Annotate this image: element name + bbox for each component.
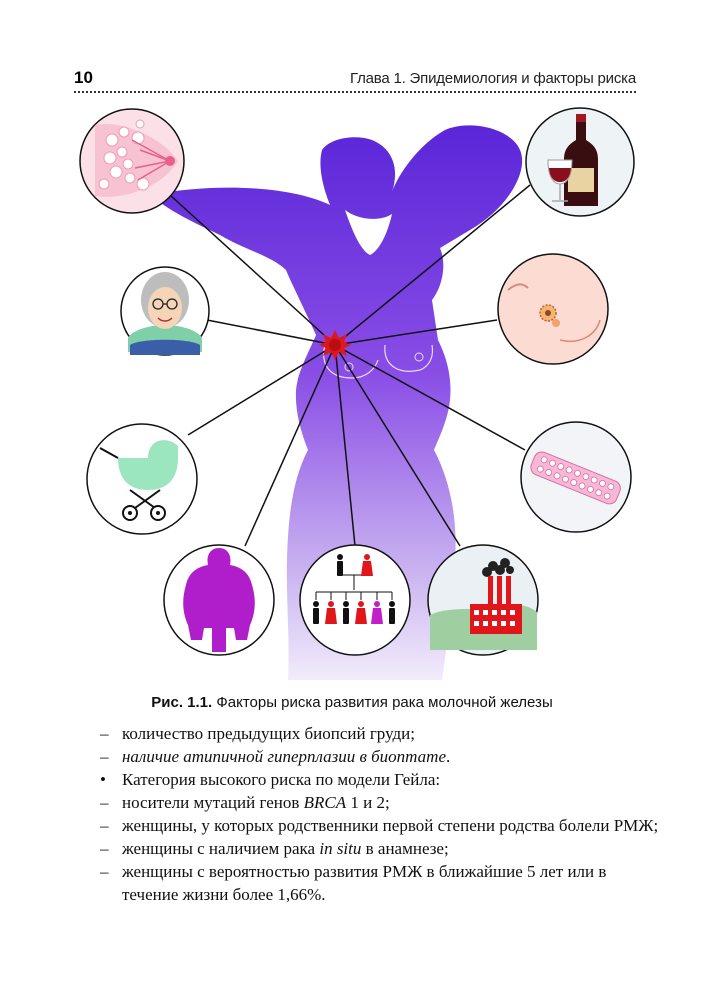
factory-icon: [427, 544, 539, 656]
list-item-marker: –: [100, 724, 109, 743]
list-item-text: женщины, у которых родственники первой с…: [122, 816, 659, 835]
list-item-text: наличие атипичной гиперплазии в биоптате: [122, 747, 446, 766]
chapter-title: Глава 1. Эпидемиология и факторы риска: [350, 70, 636, 87]
list-item-marker: –: [100, 839, 109, 858]
list-item: • Категория высокого риска по модели Гейл…: [100, 768, 660, 791]
list-item: –женщины, у которых родственники первой …: [100, 814, 660, 837]
list-item: –наличие атипичной гиперплазии в биоптат…: [100, 745, 660, 768]
pill-blister-icon: [520, 421, 632, 533]
breast-contour-left: [323, 344, 379, 379]
list-item-text: женщины с наличием рака: [122, 839, 320, 858]
list-item: –количество предыдущих биопсий груди;: [100, 722, 660, 745]
list-item: –женщины с вероятностью развития РМЖ в б…: [100, 860, 660, 906]
list-item-text: количество предыдущих биопсий груди;: [122, 724, 415, 743]
list-item-marker: –: [100, 747, 109, 766]
list-item-text: BRCA: [303, 793, 347, 812]
list-item-text: .: [446, 747, 451, 766]
list-item-text: Категория высокого риска по модели Гейла…: [122, 770, 441, 789]
obese-woman-icon: [163, 544, 275, 656]
figure-caption-text: Факторы риска развития рака молочной жел…: [212, 694, 553, 711]
tumor-icon: [319, 330, 351, 360]
baby-stroller-icon: [86, 423, 198, 535]
list-item-text: in situ: [319, 839, 362, 858]
female-silhouette: [150, 125, 523, 681]
breast-tissue-icon: [79, 108, 185, 214]
list-item-text: женщины с вероятностью развития РМЖ в бл…: [122, 862, 607, 904]
list-item: –женщины с наличием рака in situ в анамн…: [100, 837, 660, 860]
header-dotted-rule: [74, 91, 636, 93]
wine-bottle-icon: [525, 107, 635, 217]
list-item-text: 1 и 2;: [346, 793, 390, 812]
list-item: –носители мутаций генов BRCA 1 и 2;: [100, 791, 660, 814]
family-tree-icon: [299, 544, 411, 656]
list-item-marker: –: [100, 816, 109, 835]
figure-caption: Рис. 1.1. Факторы риска развития рака мо…: [0, 694, 704, 711]
figure-caption-label: Рис. 1.1.: [151, 694, 213, 711]
elderly-woman-icon: [120, 266, 210, 356]
connector-lines: [169, 184, 531, 547]
risk-factor-list: –количество предыдущих биопсий груди;–на…: [100, 722, 660, 906]
page-header: 10 Глава 1. Эпидемиология и факторы риск…: [74, 66, 636, 93]
list-item-text: носители мутаций генов: [122, 793, 304, 812]
page-number: 10: [74, 68, 93, 87]
list-item-text: в анамнезе;: [361, 839, 449, 858]
list-item-marker: –: [100, 793, 109, 812]
breast-contour-right: [384, 344, 434, 372]
breast-lump-icon: [497, 253, 609, 365]
risk-factors-figure: [79, 107, 635, 681]
list-item-marker: –: [100, 862, 109, 881]
list-item-marker: •: [100, 770, 106, 789]
